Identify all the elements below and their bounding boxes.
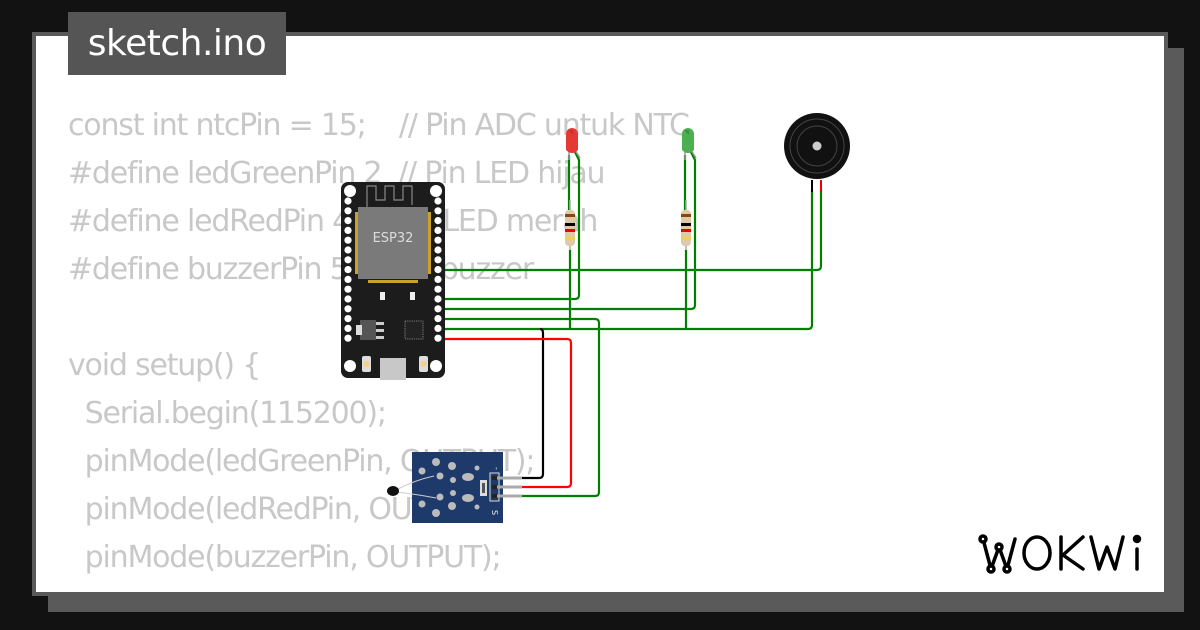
file-tab[interactable]: sketch.ino — [68, 12, 286, 75]
esp32-module — [358, 207, 428, 279]
header-pin[interactable] — [434, 226, 442, 234]
header-pin[interactable] — [344, 256, 352, 264]
header-pin[interactable] — [434, 334, 442, 342]
header-pin[interactable] — [344, 305, 352, 313]
header-pin[interactable] — [434, 256, 442, 264]
ntc-sensor-module[interactable]: - S — [387, 452, 522, 523]
header-pin[interactable] — [344, 266, 352, 274]
header-pin[interactable] — [344, 226, 352, 234]
piezo-buzzer[interactable] — [784, 113, 850, 192]
header-pin[interactable] — [344, 295, 352, 303]
header-pin[interactable] — [434, 275, 442, 283]
header-pin[interactable] — [344, 236, 352, 244]
header-pin[interactable] — [434, 324, 442, 332]
code-line: const int ntcPin = 15; // Pin ADC untuk … — [68, 108, 690, 143]
header-pin[interactable] — [344, 334, 352, 342]
svg-text:S: S — [490, 510, 499, 515]
code-line: } — [68, 582, 689, 592]
wire-red-led[interactable] — [442, 149, 581, 301]
code-line: Serial.begin(115200); — [68, 396, 387, 431]
code-line: pinMode(buzzerPin, OUTPUT); — [68, 540, 502, 575]
header-pin[interactable] — [344, 207, 352, 215]
wire-ntc-signal[interactable] — [442, 317, 601, 498]
header-pin[interactable] — [434, 315, 442, 323]
header-pin[interactable] — [344, 217, 352, 225]
svg-text:-: - — [492, 467, 501, 470]
code-listing: const int ntcPin = 15; // Pin ADC untuk … — [68, 102, 690, 592]
code-area: const int ntcPin = 15; // Pin ADC untuk … — [36, 36, 1164, 592]
wire-ntc-vcc[interactable] — [442, 337, 573, 489]
wire-ntc-gnd[interactable] — [520, 327, 545, 480]
header-pin[interactable] — [434, 266, 442, 274]
wire-buzzer-signal[interactable] — [442, 190, 823, 272]
antenna-icon — [366, 185, 413, 210]
green-led-resistor[interactable] — [681, 200, 691, 250]
header-pin[interactable] — [344, 275, 352, 283]
red-led-resistor[interactable] — [565, 200, 575, 250]
header-pin[interactable] — [434, 295, 442, 303]
preview-canvas — [36, 36, 1164, 592]
red-led[interactable] — [566, 128, 581, 160]
green-led[interactable] — [682, 128, 697, 160]
wire-gnd-rail[interactable] — [442, 190, 814, 331]
header-pin[interactable] — [434, 197, 442, 205]
esp32-board[interactable]: ESP32 — [341, 182, 445, 380]
header-pin[interactable] — [434, 305, 442, 313]
wire-green-led[interactable] — [442, 149, 697, 311]
header-pin[interactable] — [434, 236, 442, 244]
usb-port — [380, 358, 406, 380]
header-pin[interactable] — [344, 315, 352, 323]
header-pin[interactable] — [344, 246, 352, 254]
header-pin[interactable] — [344, 285, 352, 293]
header-pin[interactable] — [344, 197, 352, 205]
header-pin[interactable] — [344, 324, 352, 332]
header-pin[interactable] — [434, 285, 442, 293]
esp32-label: ESP32 — [373, 231, 414, 246]
thermistor — [387, 486, 399, 496]
wires — [442, 149, 823, 498]
code-line: void setup() { — [68, 348, 261, 383]
header-pin[interactable] — [434, 217, 442, 225]
header-pin[interactable] — [434, 207, 442, 215]
header-pin[interactable] — [434, 246, 442, 254]
wokwi-logo — [978, 534, 1142, 574]
